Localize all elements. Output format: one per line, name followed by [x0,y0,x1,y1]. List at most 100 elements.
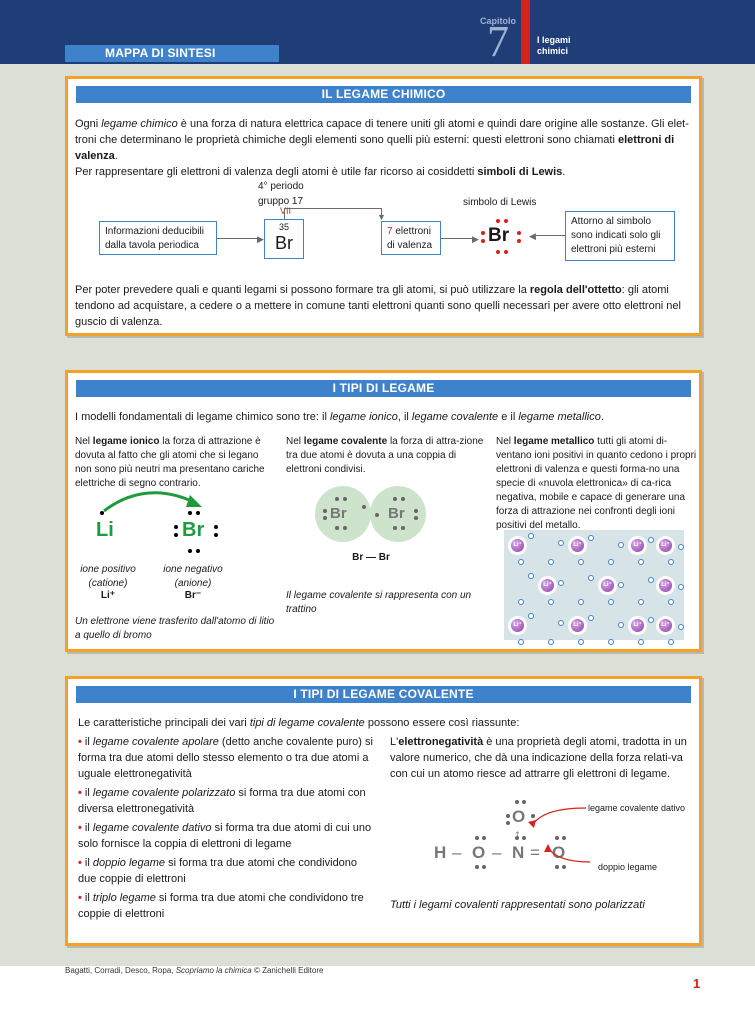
panel-title: IL LEGAME CHIMICO [76,86,691,103]
chapter-number: 7 [487,17,509,66]
metal-ion: Li⁺ [541,579,554,592]
free-electron [678,544,684,550]
paragraph-intro: Le caratteristiche principali dei vari t… [78,717,520,729]
free-electron [548,639,554,645]
valence-box: 7 elettroni di valenza [381,221,441,255]
paragraph-intro: I modelli fondamentali di legame chimico… [75,411,604,423]
molecule-caption: Tutti i legami covalenti rappresentati s… [390,899,645,911]
free-electron [608,559,614,565]
li-symbol: Li [96,519,114,541]
paragraph-octet: Per poter prevedere quali e quanti legam… [75,284,681,328]
free-electron [558,540,564,546]
free-electron [588,575,594,581]
free-electron [608,599,614,605]
metal-ion: Li⁺ [511,619,524,632]
arrow-head-icon: ▼ [377,212,386,222]
metal-ion: Li⁺ [631,619,644,632]
free-electron [548,599,554,605]
bond-double: = [530,843,540,862]
list-item: • il triplo legame si forma tra due atom… [78,892,364,920]
chapter-label: Capitolo [480,16,516,26]
lewis-symbol: Br [488,225,510,246]
metal-ion: Li⁺ [659,579,672,592]
metal-ion: Li⁺ [511,539,524,552]
paragraph-definition: Ogni legame chimico è una forza di natur… [75,118,689,178]
metal-ion: Li⁺ [601,579,614,592]
arrow-head-icon: ▶ [472,234,479,244]
metal-ion: Li⁺ [659,539,672,552]
ionic-text: Nel legame ionico la forza di attrazione… [75,436,265,489]
footer-credit: Bagatti, Corradi, Desco, Ropa, Scopriamo… [65,966,324,975]
covalent-text: Nel legame covalente la forza di attra-z… [286,436,484,475]
atom-cloud [315,486,371,542]
bullet-list: • il legame covalente apolare (detto anc… [78,734,373,922]
free-electron [618,582,624,588]
free-electron [608,639,614,645]
element-box: 35 Br [264,219,304,259]
br-atom-right: Br [388,505,405,522]
ionic-caption: Un elettrone viene trasferito dall'atomo… [75,616,275,641]
summary-label: MAPPA DI SINTESI [65,45,279,62]
free-electron [668,559,674,565]
free-electron [558,620,564,626]
dative-arrow-icon: ↑ [514,826,521,842]
panel-title: I TIPI DI LEGAME COVALENTE [76,686,691,703]
atom-h: H [434,843,447,862]
free-electron [578,599,584,605]
br-atom-left: Br [330,505,347,522]
group-roman: VII [280,206,292,216]
free-electron [618,622,624,628]
panel-chemical-bond: IL LEGAME CHIMICO Ogni legame chimico è … [65,76,702,336]
anion-label: ione negativo (anione) [163,564,223,589]
arrow-head-icon: ◀ [529,231,536,241]
free-electron [528,573,534,579]
metallic-lattice [504,530,684,640]
free-electron [548,559,554,565]
panel-bond-types: I TIPI DI LEGAME I modelli fondamentali … [65,370,702,652]
list-item: • il legame covalente dativo si forma tr… [78,822,372,850]
free-electron [668,599,674,605]
atom-n: N [512,843,525,862]
free-electron [638,599,644,605]
free-electron [648,617,654,623]
free-electron [528,533,534,539]
free-electron [638,559,644,565]
free-electron [648,537,654,543]
bond-single: – [492,843,502,862]
free-electron [668,639,674,645]
group-label: gruppo 17 [258,196,304,207]
free-electron [518,639,524,645]
list-item: • il legame covalente apolare (detto anc… [78,736,373,780]
metallic-text: Nel legame metallico tutti gli atomi di-… [496,436,697,531]
metal-ion: Li⁺ [659,619,672,632]
cation-label: ione positivo (catione) [80,564,136,589]
page-number: 1 [693,976,701,991]
label-pointers [528,807,591,863]
info-box: Informazioni deducibili dalla tavola per… [99,221,217,255]
covalent-caption: Il legame covalente si rappresenta con u… [286,590,472,615]
dative-label: legame covalente dativo [588,803,686,813]
br-symbol: Br [182,519,205,541]
panel-title: I TIPI DI LEGAME [76,380,691,397]
list-item: • il doppio legame si forma tra due atom… [78,857,358,885]
free-electron [528,613,534,619]
chapter-title: I legami chimici [537,35,571,56]
cation-symbol: Li⁺ [100,590,116,601]
atom-o: O [552,843,566,862]
lewis-label: simbolo di Lewis [463,197,537,208]
anion-symbol: Br⁻ [184,590,202,601]
lewis-note-box: Attorno al simbolo sono indicati solo gl… [565,211,675,261]
free-electron [648,577,654,583]
list-item: • il legame covalente polarizzato si for… [78,787,366,815]
free-electron [578,639,584,645]
free-electron [518,559,524,565]
free-electron [638,639,644,645]
bond-single: – [452,843,462,862]
period-label: 4° periodo [258,181,304,192]
metal-ion: Li⁺ [571,539,584,552]
panel-covalent-types: I TIPI DI LEGAME COVALENTE Le caratteris… [65,676,702,946]
free-electron [518,599,524,605]
atom-o: O [472,843,486,862]
transfer-arrow-icon [103,491,202,513]
arrow-head-icon: ▶ [257,234,264,244]
